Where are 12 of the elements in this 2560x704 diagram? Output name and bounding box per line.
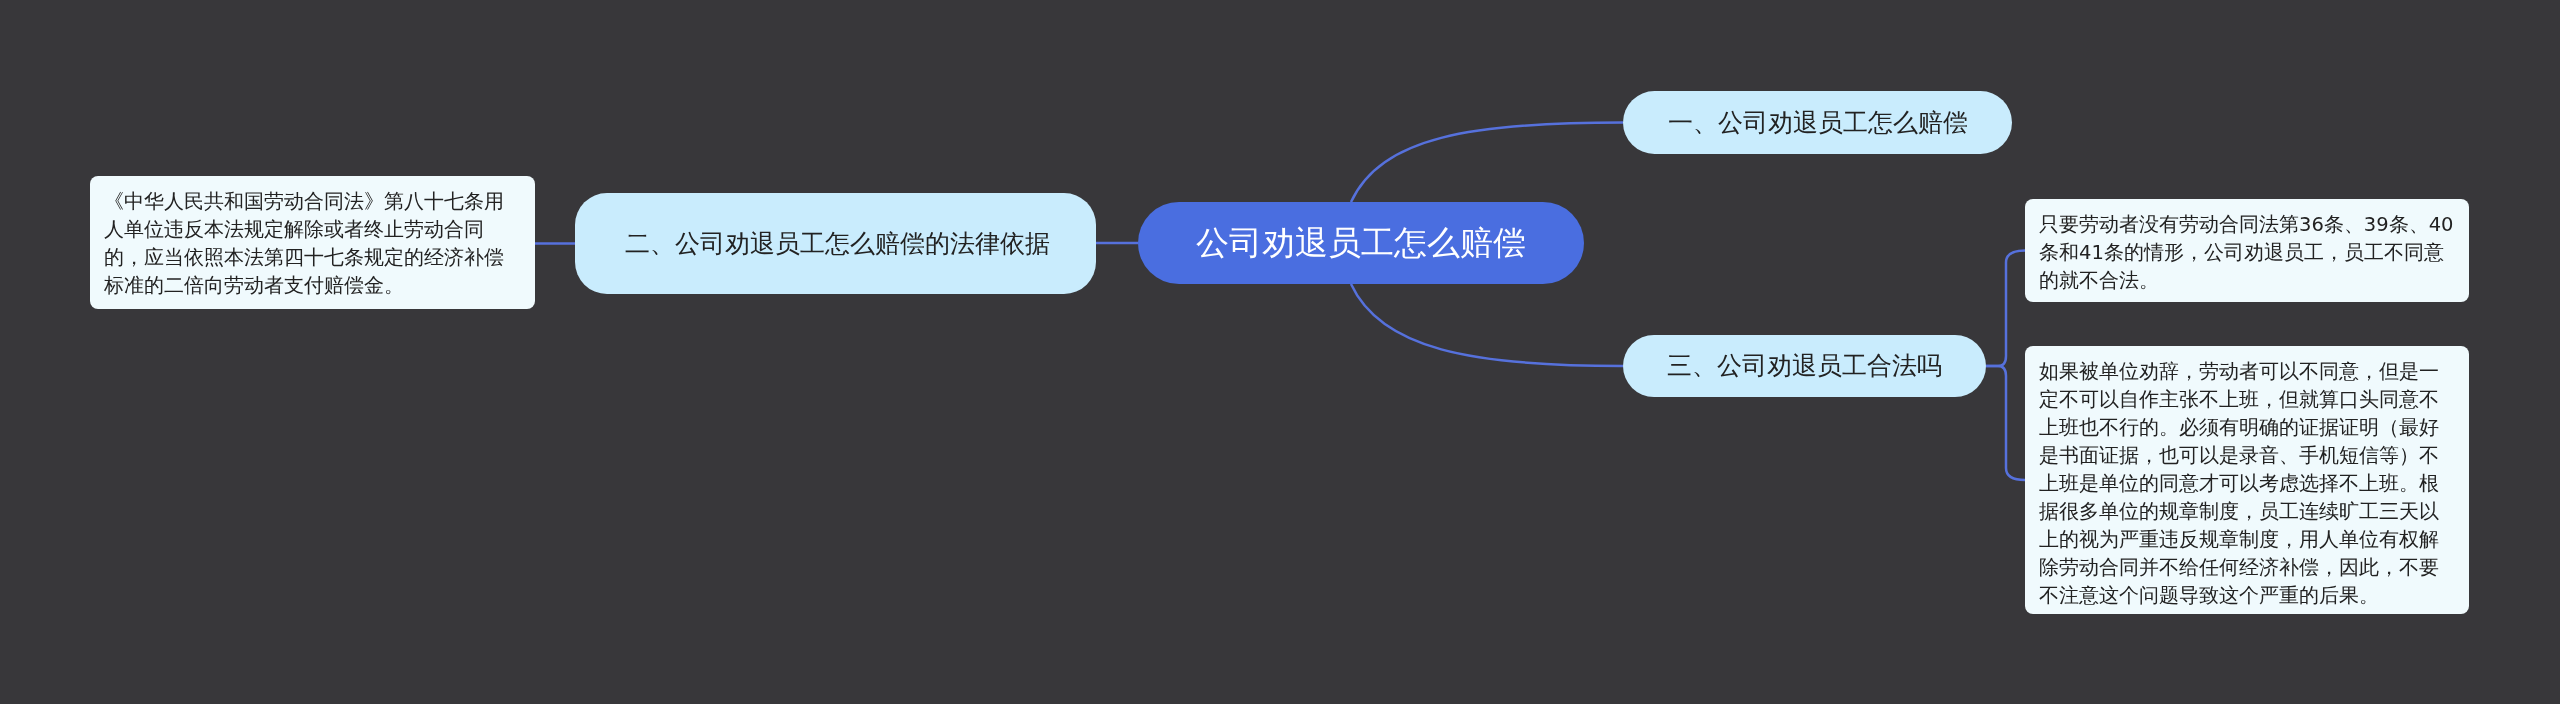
connector-line bbox=[1096, 241, 1138, 245]
connector-line bbox=[1349, 283, 1623, 368]
note-card: 《中华人民共和国劳动合同法》第八十七条用人单位违反本法规定解除或者终止劳动合同的，应当依照本法第四十七条规定的经济补偿标准的二倍向劳动者支付赔偿金。 bbox=[90, 176, 535, 309]
topic-box: 二、公司劝退员工怎么赔偿的法律依据 bbox=[575, 193, 1096, 294]
connector-line bbox=[1349, 121, 1623, 203]
note-card: 如果被单位劝辞，劳动者可以不同意，但是一定不可以自作主张不上班，但就算口头同意不上班也不行的。必须有明确的证据证明（最好是书面证据，也可以是录音、手机短信等）不上班是单位的同意才可以考虑选择不上班。根据很多单位的规章制度，员工连续旷工三天以上的视为严重违反规章制度，用人单位有权解除劳动合同并不给任何经济补偿，因此，不要不注意这个问题导致这个严重的后果。 bbox=[2025, 346, 2469, 614]
root-topic: 公司劝退员工怎么赔偿 bbox=[1138, 202, 1584, 284]
connector-line bbox=[535, 242, 575, 245]
note-card: 只要劳动者没有劳动合同法第36条、39条、40条和41条的情形，公司劝退员工，员工不同意的就不合法。 bbox=[2025, 199, 2469, 302]
connector-line bbox=[1986, 364, 2026, 482]
topic-box: 一、公司劝退员工怎么赔偿 bbox=[1623, 91, 2012, 154]
topic-box: 三、公司劝退员工合法吗 bbox=[1623, 335, 1986, 397]
